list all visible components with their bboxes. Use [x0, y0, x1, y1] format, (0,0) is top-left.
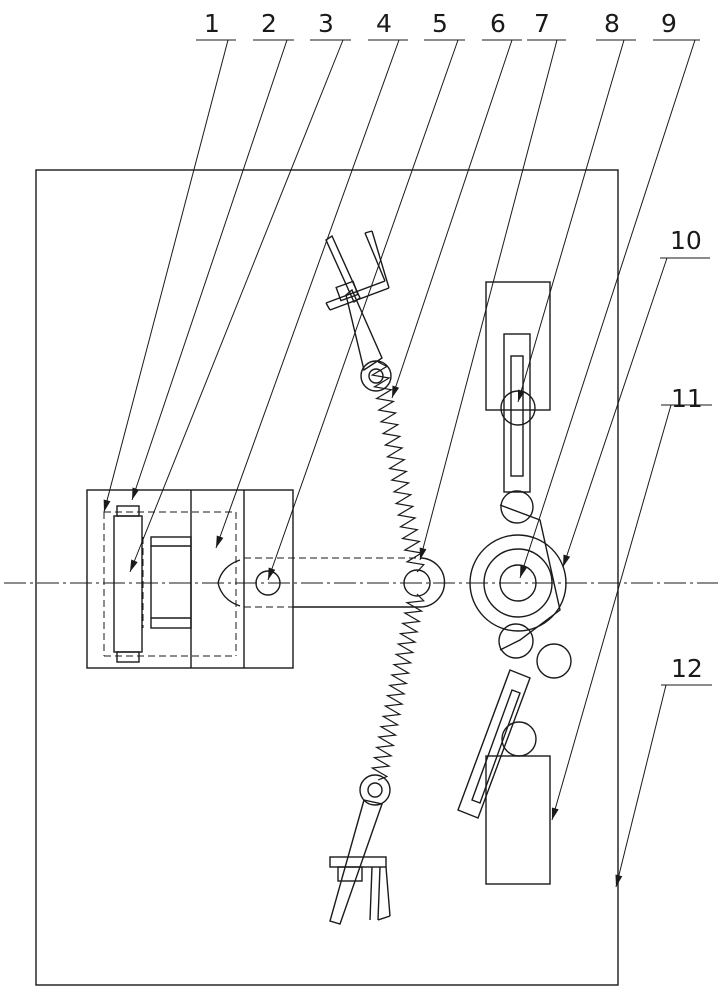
pin-4	[255, 570, 281, 596]
leader-12-arrowhead	[615, 874, 623, 887]
label-4: 4	[376, 9, 392, 38]
leader-3	[129, 39, 344, 573]
label-9: 9	[661, 9, 677, 38]
label-5: 5	[432, 9, 448, 38]
label-11: 11	[671, 384, 703, 413]
upper-slider	[485, 281, 551, 493]
label-10: 10	[670, 226, 702, 255]
label-8: 8	[604, 9, 620, 38]
upper-spring	[370, 361, 425, 573]
leader-7-arrowhead	[419, 547, 427, 560]
leader-9	[519, 39, 696, 579]
leader-4-arrowhead	[216, 535, 224, 548]
pin-7	[403, 569, 431, 597]
lower-spring	[370, 593, 425, 781]
leader-3-arrowhead	[130, 559, 138, 572]
connecting-bar	[244, 557, 446, 608]
leader-6	[391, 39, 513, 399]
leader-5-arrowhead	[268, 567, 276, 580]
label-7: 7	[534, 9, 550, 38]
leader-2-arrowhead	[132, 487, 140, 500]
leader-1	[103, 39, 229, 513]
leader-10-arrowhead	[563, 554, 571, 567]
leader-8	[517, 39, 625, 403]
label-6: 6	[490, 9, 506, 38]
upper-swing-arm	[325, 230, 392, 392]
lower-swing-arm	[329, 774, 391, 925]
leader-11-arrowhead	[551, 807, 559, 820]
leader-4	[215, 39, 400, 549]
leader-1-arrowhead	[103, 499, 111, 512]
label-1: 1	[204, 9, 220, 38]
label-3: 3	[318, 9, 334, 38]
left-block-assembly	[86, 489, 294, 669]
leader-12	[615, 684, 667, 888]
label-12: 12	[671, 654, 703, 683]
leader-11	[551, 404, 672, 821]
leader-10	[562, 257, 668, 568]
leader-6-arrowhead	[392, 385, 400, 398]
leader-lines	[103, 39, 712, 888]
base-plate	[35, 169, 619, 986]
leader-7	[419, 39, 558, 561]
rotor-assembly	[469, 490, 572, 679]
leader-2	[131, 39, 288, 501]
leader-8-arrowhead	[518, 389, 525, 402]
label-2: 2	[261, 9, 277, 38]
leader-5	[267, 39, 459, 581]
leader-9-arrowhead	[520, 565, 528, 578]
lower-slider	[457, 669, 551, 885]
